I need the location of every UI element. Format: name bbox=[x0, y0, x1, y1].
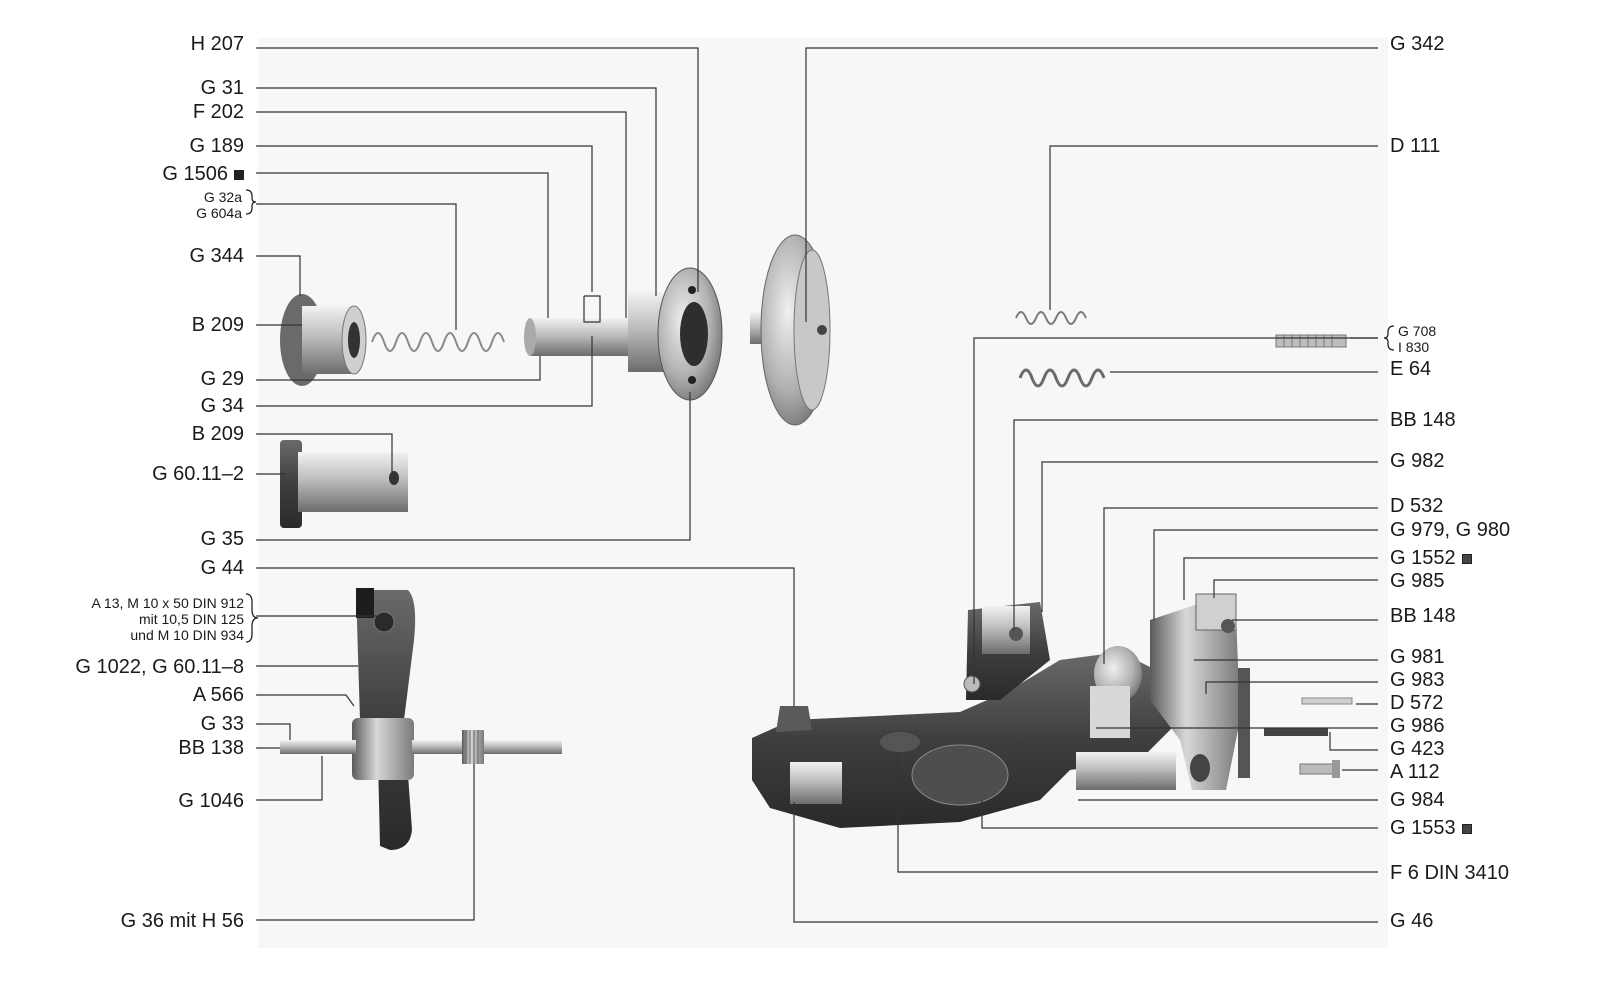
label-a112: A 112 bbox=[1390, 761, 1440, 783]
bushing-part-b209 bbox=[280, 294, 367, 386]
spring-g708 bbox=[1275, 334, 1347, 348]
label-g36: G 36 mit H 56 bbox=[120, 910, 244, 932]
label-h207: H 207 bbox=[190, 33, 244, 55]
pin-d572 bbox=[1301, 697, 1353, 705]
label-a13-line3: und M 10 DIN 934 bbox=[130, 627, 244, 643]
label-g1506-text: G 1506 bbox=[162, 163, 228, 185]
label-g34: G 34 bbox=[200, 395, 244, 417]
leader-lines-right bbox=[793, 47, 1378, 923]
label-g33: G 33 bbox=[200, 713, 244, 735]
label-bb138: BB 138 bbox=[178, 737, 244, 759]
label-g46: G 46 bbox=[1390, 910, 1434, 932]
label-g344: G 344 bbox=[189, 245, 244, 267]
label-d532: D 532 bbox=[1390, 495, 1444, 517]
brace-marks bbox=[245, 189, 1395, 643]
label-a13-line2: mit 10,5 DIN 125 bbox=[138, 611, 244, 627]
square-marker-icon bbox=[234, 169, 244, 180]
label-g342: G 342 bbox=[1390, 33, 1445, 55]
label-g982: G 982 bbox=[1390, 450, 1445, 472]
label-g1552-text: G 1552 bbox=[1390, 547, 1456, 569]
flange-part-g31 bbox=[628, 267, 723, 401]
label-d572: D 572 bbox=[1390, 692, 1444, 714]
label-a13-line1: A 13, M 10 x 50 DIN 912 bbox=[91, 595, 244, 611]
label-g44: G 44 bbox=[200, 557, 244, 579]
label-g1506: G 1506 bbox=[162, 163, 244, 185]
screw-a112 bbox=[1299, 760, 1340, 778]
label-g981: G 981 bbox=[1390, 646, 1445, 668]
square-marker-icon bbox=[1461, 823, 1472, 834]
shaft-part-g1046 bbox=[280, 730, 562, 764]
label-g983: G 983 bbox=[1390, 669, 1445, 691]
label-g60-11-2: G 60.11–2 bbox=[152, 463, 244, 485]
label-g1022: G 1022, G 60.11–8 bbox=[75, 656, 244, 678]
label-f202: F 202 bbox=[192, 101, 244, 123]
label-a566: A 566 bbox=[192, 684, 244, 706]
label-b209-mid: B 209 bbox=[191, 423, 244, 445]
label-g985: G 985 bbox=[1390, 570, 1445, 592]
square-marker-icon bbox=[1461, 553, 1472, 564]
label-e64: E 64 bbox=[1390, 358, 1432, 380]
pin-g423 bbox=[1264, 728, 1328, 736]
label-g1553-text: G 1553 bbox=[1390, 817, 1456, 839]
label-g32a: G 32a bbox=[203, 189, 242, 205]
clamp-part-g981 bbox=[1150, 593, 1250, 790]
spring-e64 bbox=[1018, 368, 1106, 388]
label-g1553: G 1553 bbox=[1390, 817, 1472, 839]
label-g189: G 189 bbox=[189, 135, 244, 157]
label-g31: G 31 bbox=[200, 77, 244, 99]
label-g29: G 29 bbox=[200, 368, 244, 390]
label-bb148-top: BB 148 bbox=[1390, 409, 1456, 431]
label-g35: G 35 bbox=[200, 528, 244, 550]
label-g979: G 979, G 980 bbox=[1390, 519, 1511, 541]
spring-d111 bbox=[1015, 311, 1087, 325]
label-g1046: G 1046 bbox=[178, 790, 244, 812]
bushing-part-g60-11-2 bbox=[280, 440, 408, 528]
label-i830: I 830 bbox=[1398, 339, 1430, 355]
lever-arm-g1022 bbox=[352, 588, 416, 850]
label-b209-top: B 209 bbox=[191, 314, 244, 336]
label-f6: F 6 DIN 3410 bbox=[1390, 862, 1509, 884]
sleeve-part-g189 bbox=[524, 318, 630, 356]
housing-part-g46 bbox=[752, 602, 1180, 828]
label-d111: D 111 bbox=[1390, 135, 1441, 157]
label-g423: G 423 bbox=[1390, 738, 1445, 760]
label-g708: G 708 bbox=[1398, 323, 1437, 339]
label-g984: G 984 bbox=[1390, 789, 1445, 811]
coil-spring-g32a bbox=[371, 332, 505, 352]
label-g604a: G 604a bbox=[196, 205, 242, 221]
label-bb148-mid: BB 148 bbox=[1390, 605, 1456, 627]
label-g986: G 986 bbox=[1390, 715, 1445, 737]
leader-lines-left bbox=[256, 47, 795, 921]
label-g1552: G 1552 bbox=[1390, 547, 1472, 569]
pulley-part-g342 bbox=[750, 234, 831, 426]
